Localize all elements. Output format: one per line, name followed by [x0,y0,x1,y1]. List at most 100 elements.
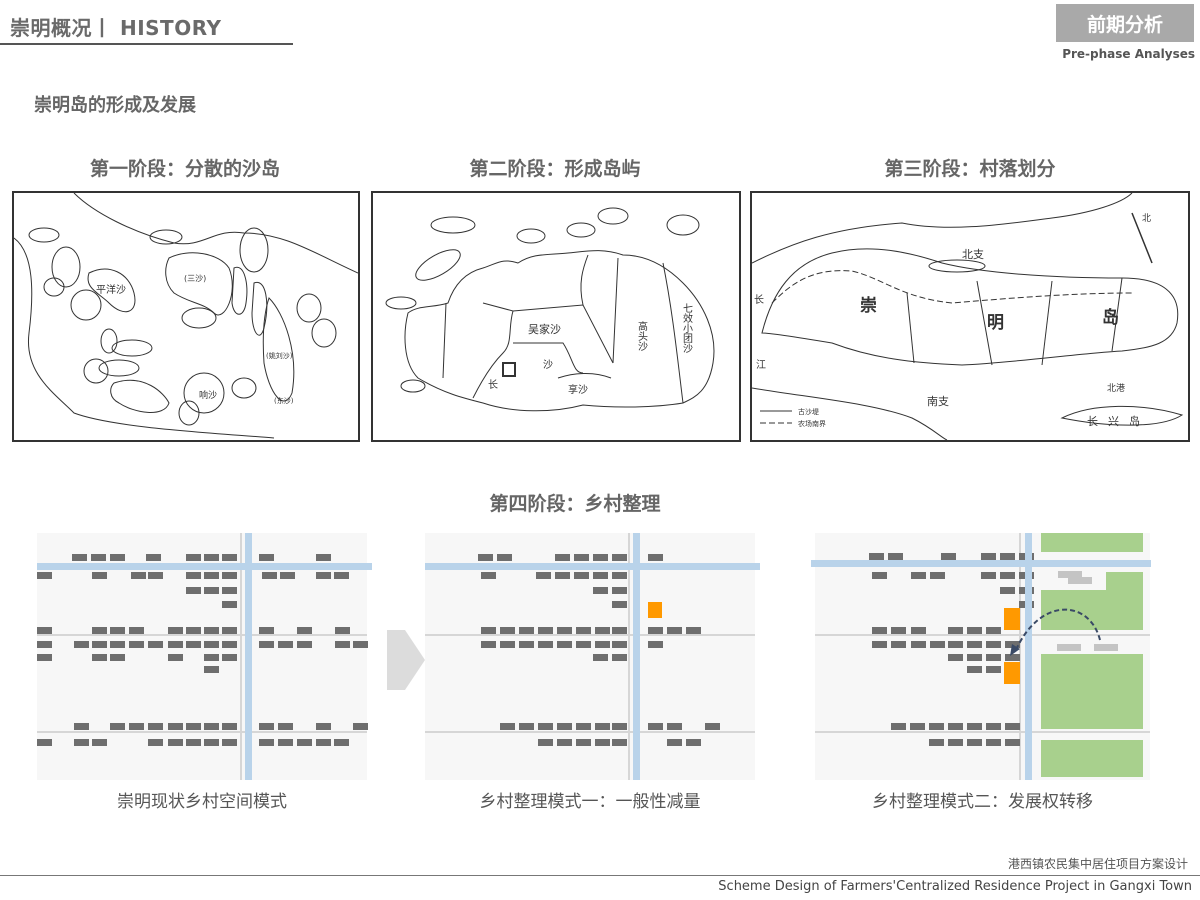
building-block [574,572,589,579]
building-block [353,723,368,730]
transition-arrow-icon [387,630,425,690]
building-block [92,627,107,634]
building-block [538,739,553,746]
building-block [186,587,201,594]
building-block [316,554,331,561]
building-block [110,554,125,561]
building-block [612,641,627,648]
secondary-road [815,634,1150,636]
building-block [37,572,52,579]
map2-label: 享沙 [568,383,588,396]
building-block [930,572,945,579]
diagram-1-caption: 崇明现状乡村空间模式 [117,792,287,812]
building-block [297,641,312,648]
removed-building-ghost [1058,571,1082,578]
building-block [204,587,219,594]
building-block [593,587,608,594]
main-road-vertical [245,533,252,780]
farmland-area [1041,740,1143,777]
building-block [222,554,237,561]
building-block [259,627,274,634]
map-stage-2-island-formation: 吴家沙 长 沙 享沙 高头沙 七效小团沙 [371,191,741,442]
building-block [888,553,903,560]
building-block [204,641,219,648]
section-badge-subtitle: Pre-phase Analyses [1062,47,1195,61]
building-block [74,739,89,746]
main-road-horizontal [425,563,760,570]
removed-building-ghost [1094,644,1118,651]
building-block [612,572,627,579]
building-block [872,572,887,579]
building-block [891,627,906,634]
building-block [538,627,553,634]
map1-label: 平洋沙 [96,283,126,296]
building-block [1000,553,1015,560]
building-block [576,641,591,648]
building-block [705,723,720,730]
building-block [222,739,237,746]
building-block [538,723,553,730]
building-block [74,641,89,648]
building-block [259,554,274,561]
building-block [37,641,52,648]
building-block [168,654,183,661]
building-block [222,572,237,579]
building-block [986,739,1001,746]
diagram-2-caption: 乡村整理模式一：一般性减量 [479,792,701,812]
building-block [222,627,237,634]
building-block [986,723,1001,730]
building-block [481,641,496,648]
building-block [500,641,515,648]
building-block [129,723,144,730]
building-block [204,666,219,673]
building-block [574,554,589,561]
building-block [148,723,163,730]
building-block [869,553,884,560]
building-block [1000,587,1015,594]
building-block [278,641,293,648]
map2-label: 沙 [543,359,553,371]
building-block [981,572,996,579]
building-block [37,627,52,634]
building-block [555,554,570,561]
secondary-road [815,731,1150,733]
building-block [316,572,331,579]
building-block [278,739,293,746]
building-block [204,654,219,661]
map2-label: 吴家沙 [528,322,561,336]
stage-1-title: 第一阶段：分散的沙岛 [89,158,280,180]
building-block [280,572,295,579]
building-block [168,739,183,746]
building-block [168,641,183,648]
north-arrow-label: 北 [1142,213,1151,224]
map3-label: 长兴岛 [1087,414,1150,428]
building-block [967,627,982,634]
building-block [110,627,125,634]
building-block [334,739,349,746]
building-block [168,723,183,730]
removed-building-ghost [1057,644,1081,651]
building-block [872,641,887,648]
building-block [500,627,515,634]
building-block [316,723,331,730]
header-underline [0,43,293,45]
map1-label: (东沙) [274,396,294,405]
building-block [335,627,350,634]
building-block [497,554,512,561]
building-block [595,627,610,634]
secondary-road [240,533,242,780]
building-block [557,739,572,746]
building-block [129,627,144,634]
building-block [110,641,125,648]
building-block [353,641,368,648]
secondary-road [425,731,755,733]
building-block [222,641,237,648]
building-block [1005,739,1020,746]
building-block [74,723,89,730]
building-block [478,554,493,561]
farmland-area [1041,654,1143,729]
map2-label: 高头沙 [636,320,648,351]
building-block [316,739,331,746]
building-block [72,554,87,561]
building-block [967,739,982,746]
